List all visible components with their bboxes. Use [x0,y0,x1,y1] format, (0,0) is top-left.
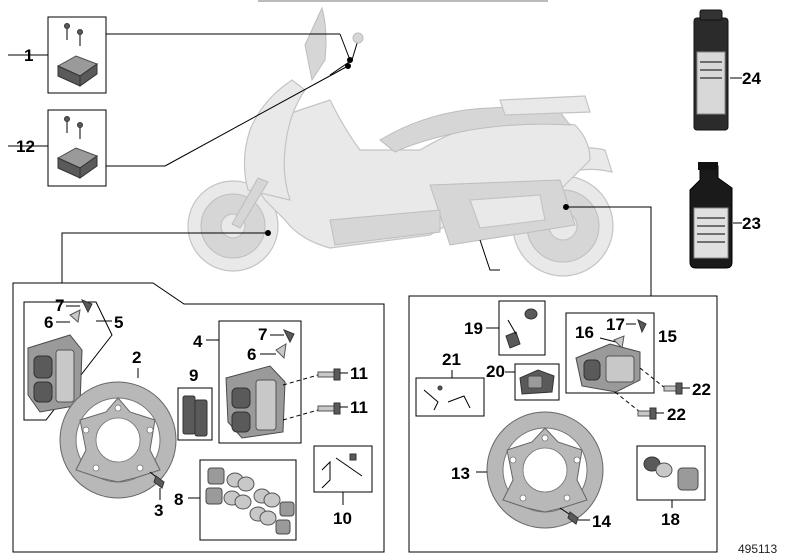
rear-brake-panel: 19 21 20 16 17 15 [408,295,718,553]
caliper-bolt-lower [317,402,341,415]
callout-1: 1 [24,46,33,65]
front-brake-panel: 7 6 5 2 3 [12,282,385,553]
callout-7-left: 7 [55,296,64,315]
switch-cap-1 [56,55,99,87]
callout-18: 18 [661,510,680,529]
screw-pair-12 [64,116,83,139]
callout-11-upper: 11 [350,364,368,383]
pad-pin-kit [423,385,471,411]
callout-6-box: 6 [247,345,256,364]
callout-4: 4 [193,332,203,351]
rear-brake-disc [486,411,604,529]
callout-20: 20 [486,362,505,381]
callout-2: 2 [132,348,141,367]
callout-7-box: 7 [258,325,267,344]
rear-brake-pads [519,369,555,395]
caliper-hardware-kit [321,453,363,489]
handlebar-switch-group-12: 12 [8,63,351,187]
callout-16: 16 [575,323,594,342]
front-caliper-left [27,334,83,413]
rear-caliper-bolt-upper [663,382,683,395]
callout-8: 8 [174,490,183,509]
screw-pair-1 [64,23,83,46]
callout-15: 15 [658,327,677,346]
rear-caliper-bolt-lower [637,407,657,420]
callout-19: 19 [464,319,483,338]
callout-11-lower: 11 [350,398,368,417]
piston-seal-kit [205,467,295,535]
callout-9: 9 [189,366,198,385]
callout-22-upper: 22 [692,380,711,399]
callout-23: 23 [742,214,761,233]
spray-can-24: 24 [693,9,761,131]
handlebar-switch-group-1: 1 [8,16,353,94]
front-brake-disc [59,381,177,499]
callout-5: 5 [114,313,123,332]
callout-17: 17 [606,315,625,334]
callout-21: 21 [442,350,461,369]
bleed-valve-kit [505,308,538,349]
switch-cap-12 [56,147,99,179]
callout-24: 24 [742,69,761,88]
rear-piston-kit [643,456,699,491]
rear-caliper [575,343,641,393]
scooter-illustration [187,6,614,277]
callout-13: 13 [451,464,470,483]
callout-12: 12 [16,137,35,156]
callout-10: 10 [333,509,352,528]
front-caliper-box [225,365,286,439]
oil-bottle-23: 23 [689,162,761,269]
caliper-bolt-upper [317,368,341,381]
callout-14: 14 [592,512,611,531]
drawing-number: 495113 [738,542,777,556]
callout-6-left: 6 [44,313,53,332]
callout-3: 3 [154,501,163,520]
callout-22-lower: 22 [667,405,686,424]
brake-pads [182,395,208,437]
